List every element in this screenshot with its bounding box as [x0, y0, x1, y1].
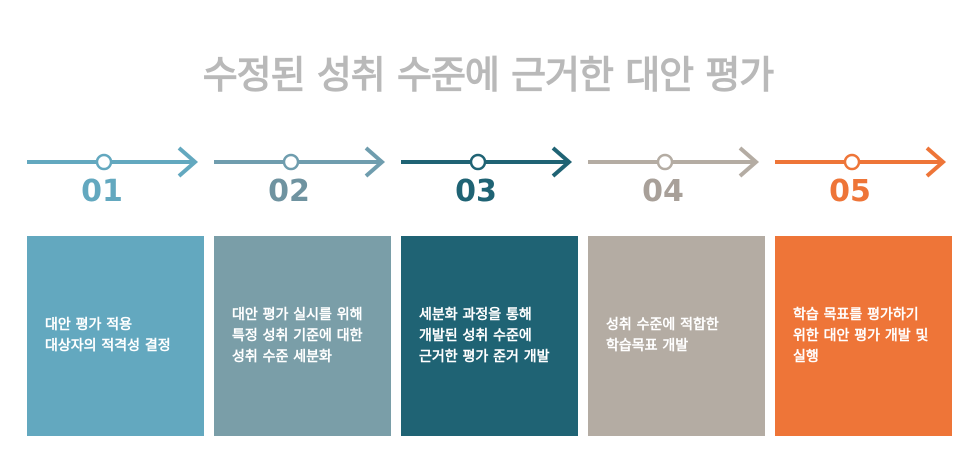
step-number: 04	[642, 174, 684, 209]
step-number: 01	[81, 174, 123, 209]
node-circle	[282, 153, 300, 171]
arrow-icon	[588, 146, 760, 178]
arrow-head	[364, 146, 386, 178]
node-circle	[95, 153, 113, 171]
step-box-01: 대안 평가 적용 대상자의 적격성 결정	[27, 236, 204, 436]
step-box-05: 학습 목표를 평가하기 위한 대안 평가 개발 및 실행	[775, 236, 952, 436]
step-text: 대안 평가 적용 대상자의 적격성 결정	[45, 317, 171, 354]
arrow-icon	[27, 146, 199, 178]
step-text: 대안 평가 실시를 위해 특정 성취 기준에 대한 성취 수준 세분화	[232, 306, 363, 365]
arrow-head	[177, 146, 199, 178]
arrow-head	[925, 146, 947, 178]
arrow-icon	[775, 146, 947, 178]
arrow-head	[551, 146, 573, 178]
step-number: 02	[268, 174, 310, 209]
step-number: 05	[829, 174, 871, 209]
node-circle	[843, 153, 861, 171]
arrow-head	[738, 146, 760, 178]
arrow-icon	[214, 146, 386, 178]
step-text: 세분화 과정을 통해 개발된 성취 수준에 근거한 평가 준거 개발	[419, 306, 550, 365]
step-box-02: 대안 평가 실시를 위해 특정 성취 기준에 대한 성취 수준 세분화	[214, 236, 391, 436]
step-text: 성취 수준에 적합한 학습목표 개발	[606, 317, 719, 354]
step-text: 학습 목표를 평가하기 위한 대안 평가 개발 및 실행	[793, 306, 929, 365]
step-box-04: 성취 수준에 적합한 학습목표 개발	[588, 236, 765, 436]
page-title: 수정된 성취 수준에 근거한 대안 평가	[202, 53, 775, 97]
step-number: 03	[455, 174, 497, 209]
arrow-icon	[401, 146, 573, 178]
node-circle	[656, 153, 674, 171]
step-box-03: 세분화 과정을 통해 개발된 성취 수준에 근거한 평가 준거 개발	[401, 236, 578, 436]
node-circle	[469, 153, 487, 171]
